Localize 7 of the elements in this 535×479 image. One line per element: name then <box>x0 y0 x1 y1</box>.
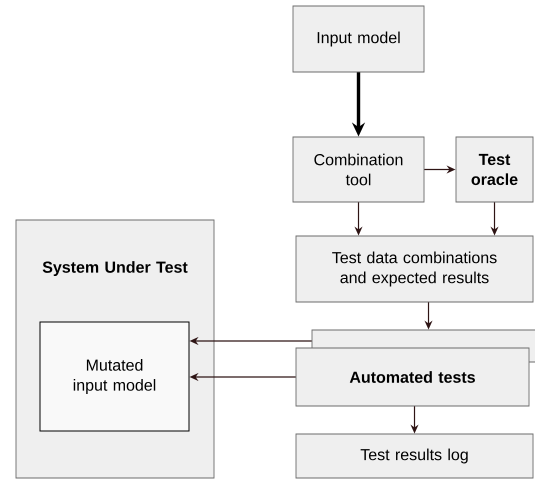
process-box: Test results log <box>296 434 534 478</box>
process-box: Combination tool <box>292 136 424 202</box>
process-box: Input model <box>292 6 424 72</box>
process-box: Test oracle <box>456 136 534 202</box>
process-box: Automated tests <box>296 348 530 406</box>
process-box: Mutated input model <box>40 322 190 432</box>
process-box: Test data combinations and expected results <box>296 236 534 302</box>
